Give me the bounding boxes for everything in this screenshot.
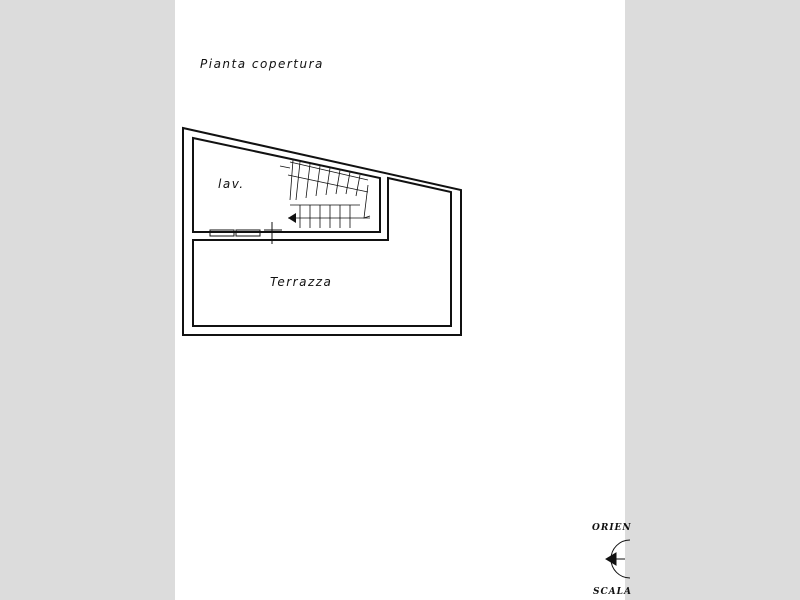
room-label-lav: lav.: [218, 177, 245, 191]
drawing-sheet: [175, 0, 625, 600]
terrace-inner: [192, 176, 452, 327]
outer-wall: [182, 126, 462, 336]
orientation-label: ORIEN: [592, 523, 632, 533]
walls: [182, 126, 462, 336]
room-label-terrazza: Terrazza: [270, 275, 332, 289]
plan-title: Pianta copertura: [200, 57, 324, 71]
north-arrow-icon: [605, 539, 631, 579]
openings: [209, 222, 282, 244]
staircase: [279, 159, 371, 228]
scale-label: SCALA: [593, 587, 632, 597]
stair-arrow-icon: [288, 213, 296, 223]
laundry-room-inner: [192, 136, 381, 233]
